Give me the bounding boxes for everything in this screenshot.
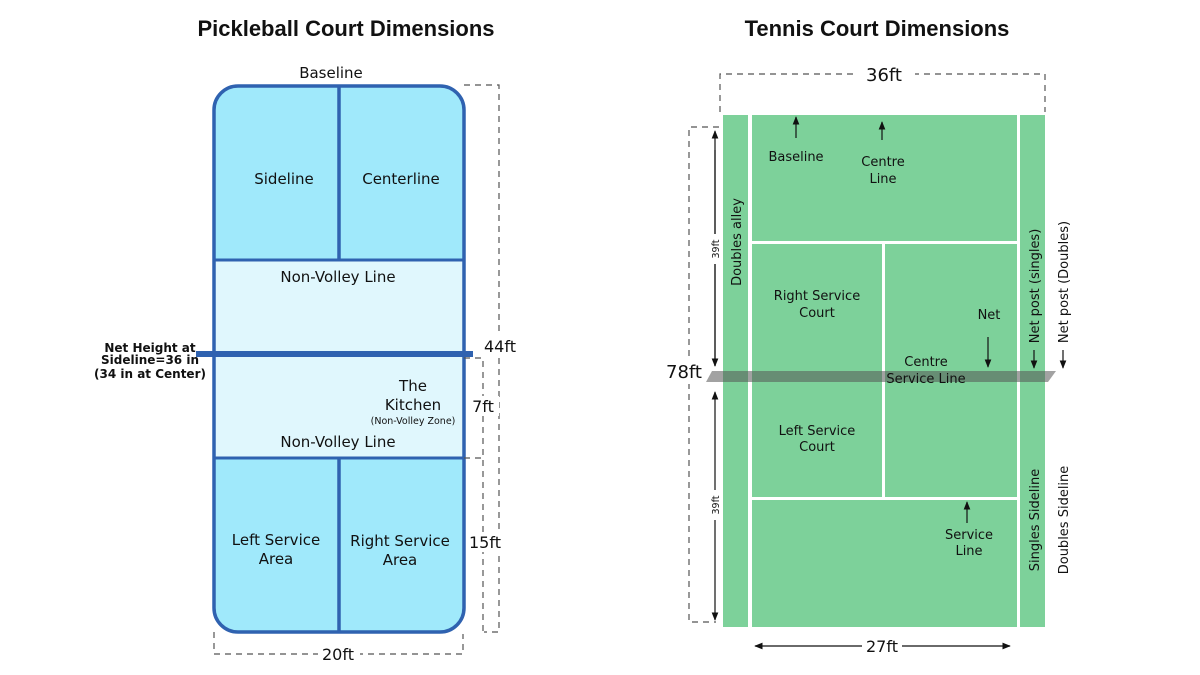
tn-centre-service-label-2: Service Line [886,372,965,387]
pb-left-service-label-1: Left Service [232,531,320,549]
pb-kitchen-depth-label: 7ft [472,397,494,416]
pb-length-label: 44ft [484,337,516,356]
pb-length-dim [464,84,500,633]
pb-kitchen-label-2: Kitchen [385,396,441,414]
tn-left-service-label-1: Left Service [779,424,856,439]
tn-net-post-singles-label: Net post (singles) [1028,229,1043,344]
tn-backcourt-bottom [752,500,1017,627]
pb-net-height-label-1: Net Height at [104,341,196,355]
tn-doubles-alley-label: Doubles alley [730,198,745,286]
tn-net-post-doubles-label: Net post (Doubles) [1057,221,1072,343]
pb-centerline-label: Centerline [362,170,440,188]
pb-sideline-label: Sideline [254,170,314,188]
tn-service-box-right [885,244,1017,497]
pickleball-title: Pickleball Court Dimensions [197,16,494,41]
tn-centre-service-label-1: Centre [904,355,947,370]
pb-kitchen-label-1: The [398,377,427,395]
tn-baseline-label: Baseline [768,150,823,165]
tn-left-service-label-2: Court [799,440,835,455]
pickleball-court [196,84,473,634]
pb-net-height-label-3: (34 in at Center) [94,367,206,381]
pb-right-service-label-1: Right Service [350,532,450,550]
tn-service-line-label-1: Service [945,528,993,543]
pb-non-volley-line-top-label: Non-Volley Line [280,268,395,286]
tennis-court [706,112,1056,627]
pb-kitchen-zone [214,260,464,458]
tn-service-box-left [752,244,882,497]
pb-service-depth-label: 15ft [469,533,501,552]
tn-half-bottom-label: 39ft [711,495,722,514]
tn-service-line-label-2: Line [955,544,982,559]
tn-half-top-label: 39ft [711,239,722,258]
pb-non-volley-line-bottom-label: Non-Volley Line [280,433,395,451]
tn-net [706,371,1056,382]
tn-length-label: 78ft [666,362,702,383]
pb-width-label: 20ft [322,645,354,664]
tn-right-service-label-2: Court [799,306,835,321]
tn-singles-sideline-label: Singles Sideline [1028,469,1043,571]
pb-right-service-label-2: Area [383,551,418,569]
tn-doubles-sideline-label: Doubles Sideline [1057,466,1072,575]
tn-centre-line-label-2: Line [869,172,896,187]
pb-left-service-label-2: Area [259,550,294,568]
tn-dimension-lines [664,64,1046,656]
pb-dimension-lines [213,84,520,662]
tennis-title: Tennis Court Dimensions [745,16,1010,41]
pb-kitchen-sub-label: (Non-Volley Zone) [371,416,456,427]
tn-width-doubles-label: 36ft [866,65,902,86]
tn-centre-line-label-1: Centre [861,155,904,170]
pb-net-height-label-2: Sideline=36 in [101,353,199,367]
tn-net-label: Net [978,308,1001,323]
tn-right-service-label-1: Right Service [774,289,860,304]
tn-width-singles-label: 27ft [866,637,898,656]
pb-baseline-label: Baseline [299,64,363,82]
